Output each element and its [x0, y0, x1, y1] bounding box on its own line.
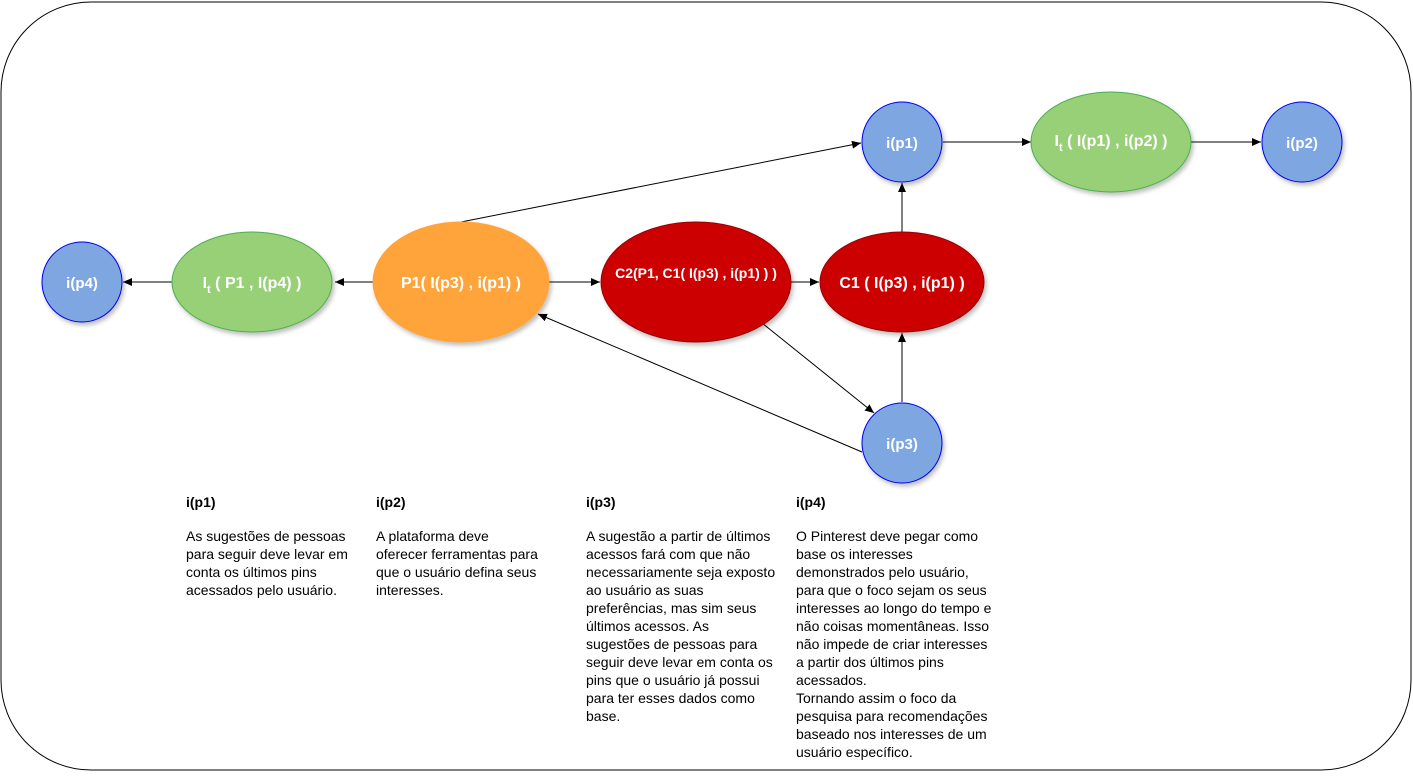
node-it-ip1-ip2-main: I: [1055, 133, 1059, 150]
note-ip1: i(p1) As sugestões de pessoas para segui…: [186, 493, 366, 599]
node-ip4-shape: [41, 241, 123, 323]
node-it-ip1-ip2-sub: t: [1059, 142, 1063, 154]
node-it-p1-ip4: It ( P1 , I(p4) ): [171, 231, 333, 333]
node-p1-label: P1( I(p3) , i(p1) ): [401, 275, 521, 292]
node-it-p1-ip4-sub: t: [207, 284, 211, 296]
note-ip2: i(p2) A plataforma deve oferecer ferrame…: [376, 493, 561, 599]
node-c2-label: C2(P1, C1( I(p3) , i(p1) ) ): [615, 265, 777, 281]
node-ip4: i(p4): [41, 241, 123, 323]
node-p1-shape: [372, 221, 550, 343]
node-it-p1-ip4-main: I: [203, 275, 207, 292]
node-c1-shape: [819, 231, 985, 333]
note-ip2-body: A plataforma deve oferecer ferramentas p…: [376, 528, 538, 598]
node-ip2: i(p2): [1261, 101, 1343, 183]
note-ip2-title: i(p2): [376, 494, 406, 510]
edges: [123, 138, 1261, 453]
node-ip3-shape: [861, 402, 943, 484]
node-ip4-label: i(p4): [66, 275, 98, 292]
node-c2-shape: [600, 221, 792, 343]
node-ip3: i(p3): [861, 402, 943, 484]
note-ip4: i(p4) O Pinterest deve pegar como base o…: [796, 493, 1011, 761]
node-c1: C1 ( I(p3) , i(p1) ): [819, 231, 985, 333]
node-ip1-label: i(p1): [886, 135, 918, 152]
node-it-p1-ip4-rest: ( P1 , I(p4) ): [211, 275, 302, 292]
note-ip3-title: i(p3): [586, 494, 616, 510]
node-it-ip1-ip2-rest: ( I(p1) , i(p2) ): [1063, 133, 1168, 150]
node-it-ip1-ip2: It ( I(p1) , i(p2) ): [1030, 91, 1192, 193]
edge-p1-to-ip1: [460, 140, 862, 223]
node-ip1: i(p1): [861, 101, 943, 183]
note-ip1-title: i(p1): [186, 494, 216, 510]
note-ip1-body: As sugestões de pessoas para seguir deve…: [186, 528, 348, 598]
node-ip2-shape: [1261, 101, 1343, 183]
node-c2: C2(P1, C1( I(p3) , i(p1) ) ): [600, 221, 792, 343]
note-ip3-body: A sugestão a partir de últimos acessos f…: [586, 528, 776, 724]
node-ip2-label: i(p2): [1286, 135, 1318, 152]
note-ip4-title: i(p4): [796, 494, 826, 510]
note-ip3: i(p3) A sugestão a partir de últimos ace…: [586, 493, 791, 725]
node-ip1-shape: [861, 101, 943, 183]
node-c1-label: C1 ( I(p3) , i(p1) ): [839, 275, 964, 292]
edge-ip3-to-p1: [537, 313, 863, 453]
node-it-ip1-ip2-label: It ( I(p1) , i(p2) ): [1055, 133, 1168, 154]
node-it-p1-ip4-shape: [171, 231, 333, 333]
note-ip4-body: O Pinterest deve pegar como base os inte…: [796, 528, 992, 760]
node-ip3-label: i(p3): [886, 436, 918, 453]
edge-c2-to-ip3: [761, 322, 875, 414]
node-it-ip1-ip2-shape: [1030, 91, 1192, 193]
node-p1: P1( I(p3) , i(p1) ): [372, 221, 550, 343]
node-it-p1-ip4-label: It ( P1 , I(p4) ): [203, 275, 302, 296]
